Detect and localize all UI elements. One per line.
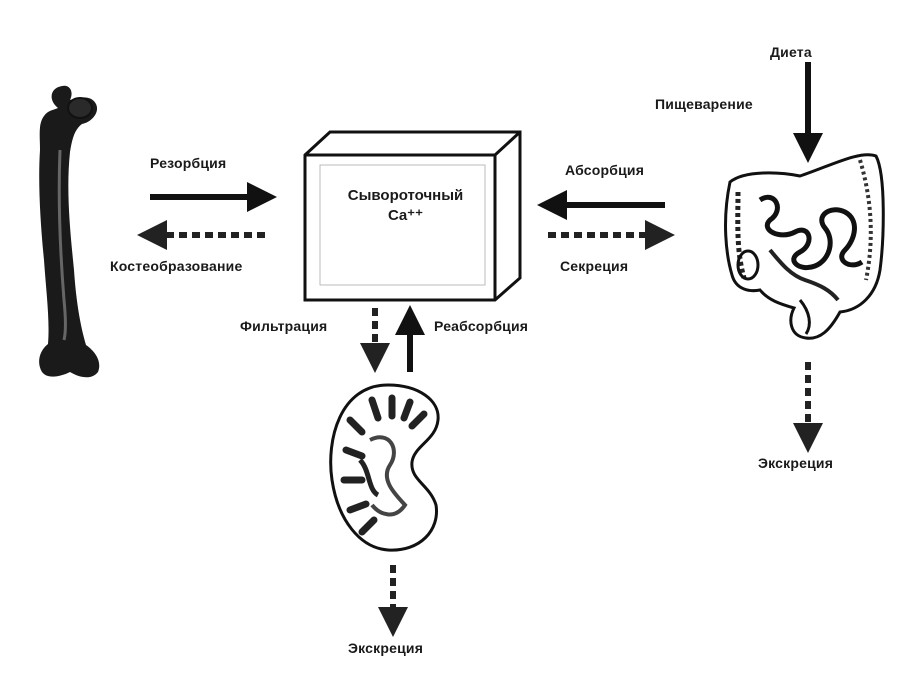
femur-bone-icon <box>39 86 99 378</box>
kidney-excretion-label: Экскреция <box>348 640 423 656</box>
resorption-label: Резорбция <box>150 155 226 171</box>
center-label-line1: Сывороточный <box>318 186 493 206</box>
secretion-label: Секреция <box>560 258 628 274</box>
diet-label: Диета <box>770 44 812 60</box>
bone-formation-label: Костеобразование <box>110 258 242 274</box>
absorption-label: Абсорбция <box>565 162 644 178</box>
kidney-icon <box>331 385 438 550</box>
intestine-icon <box>726 155 884 339</box>
filtration-label: Фильтрация <box>240 318 327 334</box>
center-label-line2: Ca⁺⁺ <box>318 206 493 226</box>
digestion-label: Пищеварение <box>655 96 753 112</box>
reabsorption-label: Реабсорбция <box>434 318 528 334</box>
gut-excretion-label: Экскреция <box>758 455 833 471</box>
